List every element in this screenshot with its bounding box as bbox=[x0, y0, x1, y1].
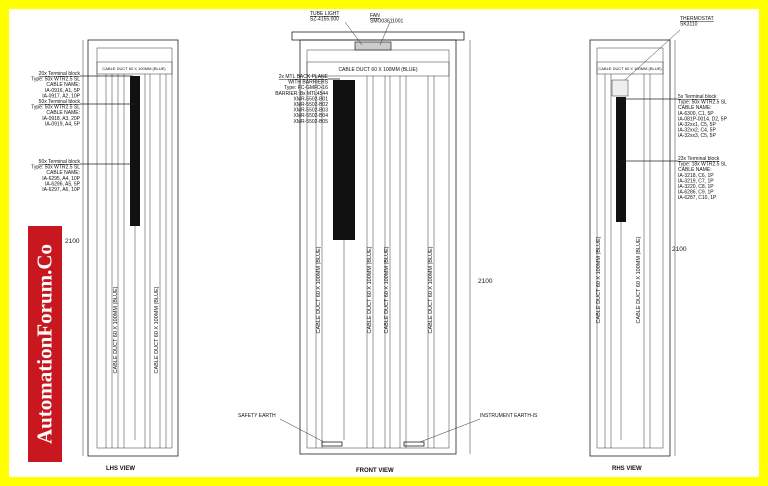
instrument-earth-bar bbox=[403, 441, 425, 447]
front-vertical-duct-label: CABLE DUCT 60 X 100MM (BLUE) bbox=[367, 246, 373, 333]
annotation-line: 5x Terminal block bbox=[678, 94, 717, 100]
annotation-line: Type: 50x WTR2.5 SL bbox=[31, 165, 80, 171]
annotation-line: XMR-5502-B03 bbox=[294, 108, 329, 114]
rhs-view-label: RHS VIEW bbox=[612, 466, 642, 472]
annotation-line: IA-3218, C6, 1P bbox=[678, 173, 714, 179]
thermostat bbox=[611, 79, 629, 97]
rhs-terminal-rail bbox=[616, 97, 626, 222]
annotation-line: 50x Terminal block bbox=[39, 159, 81, 165]
annotation-line: CABLE NAME: bbox=[678, 167, 712, 173]
lhs-vertical-duct-label: CABLE DUCT 60 X 100MM (BLUE) bbox=[154, 286, 160, 373]
annotation-line: CABLE NAME: bbox=[46, 170, 80, 176]
annotation-line: Type: 50x WTR2.5 SL bbox=[31, 77, 80, 83]
annotation-line: CABLE NAME: bbox=[678, 105, 712, 111]
front-vertical-duct-label: CABLE DUCT 60 X 100MM (BLUE) bbox=[316, 246, 322, 333]
annotation-line: IA-32xx3, C5, 5P bbox=[678, 133, 716, 139]
annotation-line: WITH BARRIERS bbox=[288, 80, 328, 86]
front-top-duct bbox=[306, 61, 450, 77]
annotation-line: 50x Terminal block bbox=[39, 99, 81, 105]
annotation-line: XMR-5502-B01 bbox=[294, 96, 329, 102]
annotation-line: Type: FC-GMFD-16 bbox=[284, 85, 328, 91]
annotation-line: 2x MTL BACK PLANE bbox=[279, 74, 329, 80]
front-view-label: FRONT VIEW bbox=[356, 468, 394, 474]
rhs-cabinet-outline bbox=[589, 39, 671, 457]
annotation-line: SK3110 bbox=[680, 22, 698, 28]
annotation-line: IA-3220, C8, 1P bbox=[678, 184, 714, 190]
annotation-line: IA-0916, A1, 5P bbox=[45, 88, 81, 94]
annotation-line: XMR-5502-B02 bbox=[294, 102, 329, 108]
tube-light-fan-unit bbox=[354, 41, 392, 51]
annotation-line: BARRIER: 8x MTL4544 bbox=[275, 91, 328, 97]
annotation-line: IA-081P-0014, D2, 5P bbox=[678, 116, 728, 122]
lhs-vertical-duct-label: CABLE DUCT 60 X 100MM (BLUE) bbox=[113, 286, 119, 373]
annotation-line: IA-0917, A2, 10P bbox=[42, 93, 80, 99]
lhs-terminal-rail bbox=[130, 76, 140, 226]
safety-earth-bar bbox=[321, 441, 343, 447]
rhs-inner-frame bbox=[596, 47, 664, 449]
annotation-line: SMO03611001 bbox=[370, 19, 403, 25]
annotation-line: TUBE LIGHT bbox=[310, 11, 339, 17]
rhs-top-duct bbox=[596, 61, 664, 75]
watermark-banner: AutomationForum.Co bbox=[28, 226, 62, 462]
lhs-view-label: LHS VIEW bbox=[106, 466, 135, 472]
annotation-line: SZ-4155.000 bbox=[310, 17, 339, 23]
annotation-line: IA-6286, C9, 1P bbox=[678, 190, 714, 196]
rhs-view: CABLE DUCT 60 X 100MM (BLUE) CABLE DUCT … bbox=[589, 16, 728, 472]
annotation-line: Type: 50x WTR2.5 SL bbox=[678, 100, 727, 106]
annotation-line: IA-6300, C1, 5P bbox=[678, 111, 714, 117]
front-cabinet-outline bbox=[299, 39, 457, 455]
annotation-line: IA-6295, A4, 10P bbox=[42, 176, 80, 182]
annotation-line: Type: 50x WTR2.5 SL bbox=[31, 105, 80, 111]
annotation-line: IA-6287, C10, 1P bbox=[678, 195, 717, 201]
rhs-vertical-duct-label: CABLE DUCT 60 X 100MM (BLUE) bbox=[636, 236, 642, 323]
annotation-line: 23x Terminal block bbox=[678, 156, 720, 162]
rhs-height-dimension: 2100 bbox=[672, 246, 687, 253]
lhs-top-duct bbox=[96, 61, 173, 75]
front-roof bbox=[291, 31, 465, 41]
annotation-line: IA-0919, A4, 5P bbox=[45, 121, 81, 127]
rhs-duct-label: CABLE DUCT 60 X 100MM (BLUE) bbox=[598, 66, 662, 71]
lhs-duct-label: CABLE DUCT 60 X 100MM (BLUE) bbox=[102, 66, 166, 71]
annotation-line: THERMOSTAT bbox=[680, 16, 714, 22]
front-duct-label: CABLE DUCT 60 X 100MM (BLUE) bbox=[338, 67, 417, 73]
annotation-line: FAN bbox=[370, 13, 380, 19]
annotation-line: IA-6296, A5, 5P bbox=[45, 181, 81, 187]
annotation-line: IA-6297, A6, 10P bbox=[42, 187, 80, 193]
safety-earth-label: SAFETY EARTH bbox=[238, 413, 276, 419]
front-view: CABLE DUCT 60 X 100MM (BLUE) CABLE DUCT … bbox=[238, 11, 538, 474]
lhs-height-dimension: 2100 bbox=[65, 238, 80, 245]
annotation-line: IA-32xx2, C4, 5P bbox=[678, 128, 716, 134]
mtl-backplane bbox=[333, 80, 355, 240]
lhs-view: CABLE DUCT 60 X 100MM (BLUE) CABLE DUCT … bbox=[31, 39, 179, 472]
annotation-line: IA-3219, C7, 1P bbox=[678, 178, 714, 184]
annotation-line: XMR-5502-B04 bbox=[294, 113, 329, 119]
lhs-cabinet-outline bbox=[87, 39, 179, 457]
annotation-line: 20x Terminal block bbox=[39, 71, 81, 77]
instrument-earth-label: INSTRUMENT EARTH-IS bbox=[480, 413, 538, 419]
annotation-line: IA-0918, A3, 20P bbox=[42, 116, 80, 122]
watermark-text: AutomationForum.Co bbox=[32, 243, 57, 445]
annotation-line: CABLE NAME: bbox=[46, 110, 80, 116]
front-vertical-duct-label: CABLE DUCT 60 X 100MM (BLUE) bbox=[428, 246, 434, 333]
annotation-line: Type: 18x WTR2.5 SL bbox=[678, 162, 727, 168]
lhs-inner-frame bbox=[96, 47, 173, 449]
rhs-vertical-duct-label: CABLE DUCT 60 X 100MM (BLUE) bbox=[596, 236, 602, 323]
front-vertical-duct-label: CABLE DUCT 60 X 100MM (BLUE) bbox=[384, 246, 390, 333]
annotation-line: CABLE NAME: bbox=[46, 82, 80, 88]
annotation-line: XMR-5502-B05 bbox=[294, 119, 329, 125]
annotation-line: IA-32xx1, C5, 5P bbox=[678, 122, 716, 128]
front-height-dimension: 2100 bbox=[478, 278, 493, 285]
